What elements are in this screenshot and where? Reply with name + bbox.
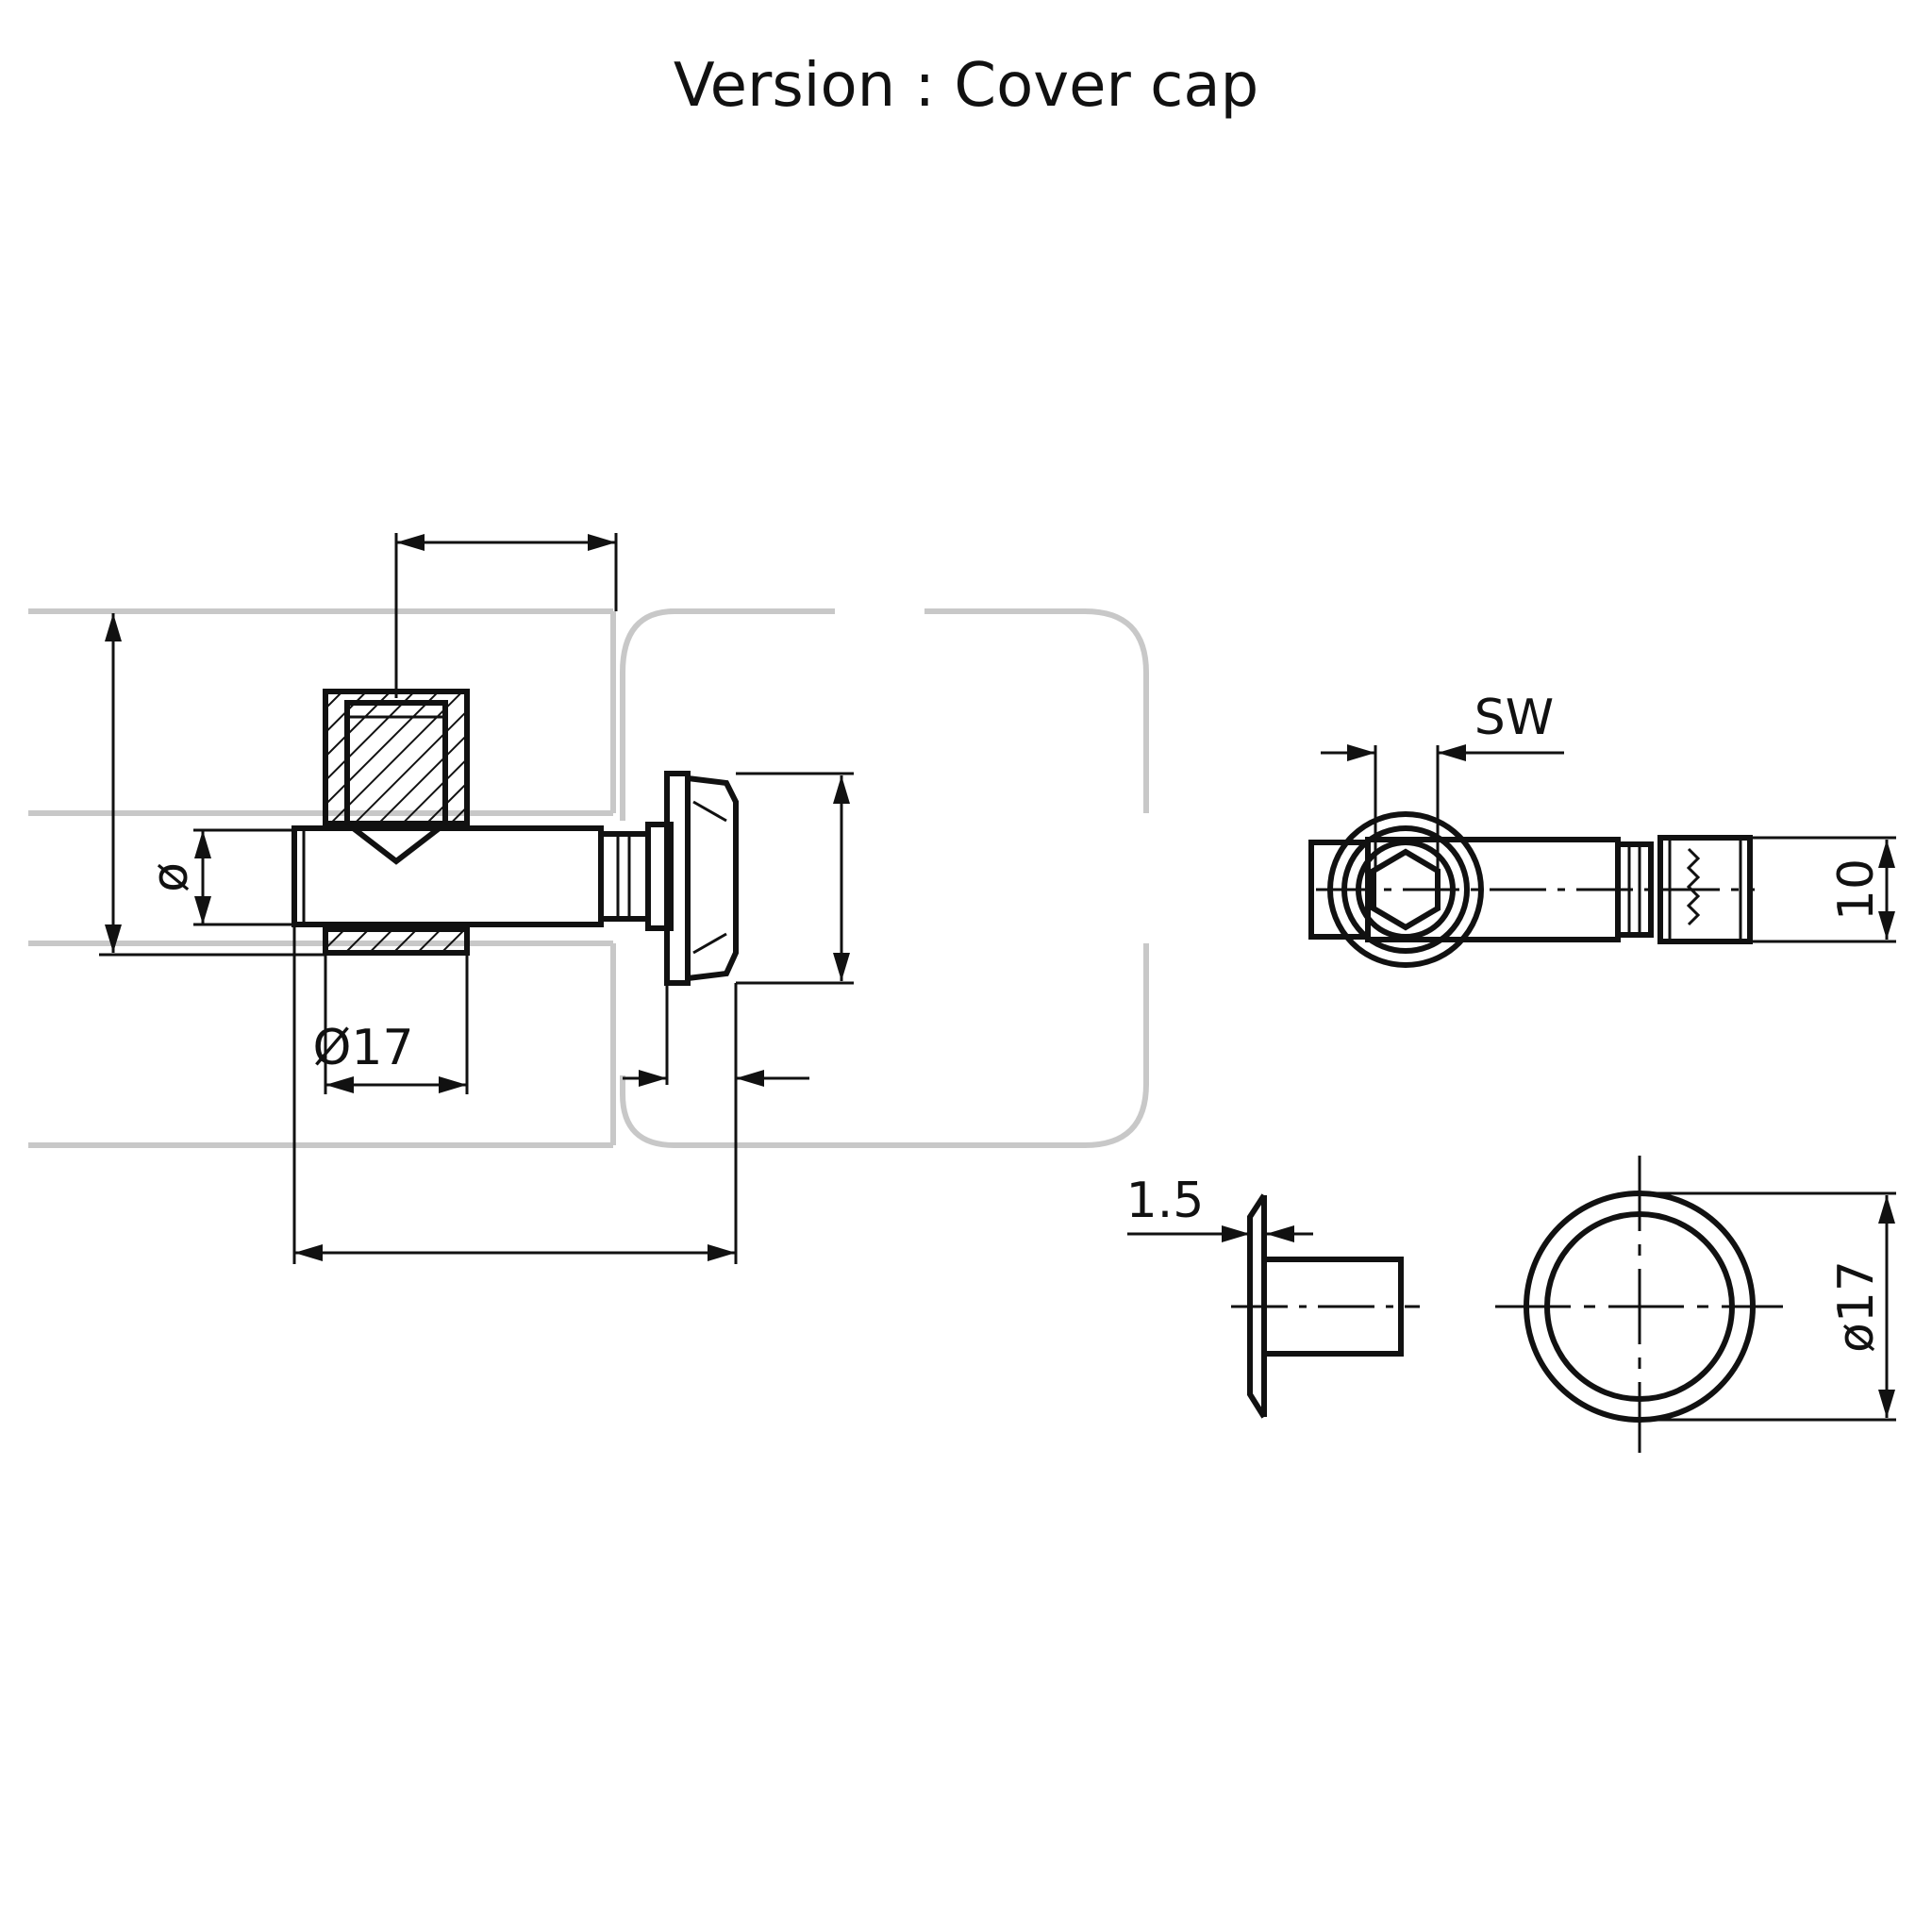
dim-10: 10	[1750, 836, 1896, 943]
one-point-five-label: 1.5	[1126, 1173, 1205, 1229]
dim-cap-diameter-17: ø17	[1640, 1191, 1896, 1422]
dim-overall-length	[292, 924, 738, 1264]
connector-body	[291, 822, 674, 931]
cover-cap-profile: 1.5	[1126, 1173, 1420, 1419]
dim-body-diameter: ø	[142, 828, 294, 926]
lower-hatched-ring	[323, 926, 470, 956]
cap-diameter-17-label: ø17	[1828, 1260, 1885, 1353]
profile-outline	[28, 608, 1149, 1148]
dim-left-height	[99, 613, 325, 957]
dim-cap-height	[736, 772, 854, 985]
dim-sw: SW	[1321, 690, 1564, 868]
dim-top-width	[394, 533, 618, 698]
dim-ring-diameter-17: Ø17	[312, 953, 469, 1094]
dim-cap-thickness	[623, 983, 809, 1087]
cover-cap-front: ø17	[1495, 1156, 1896, 1453]
page-title: Version : Cover cap	[674, 51, 1258, 121]
dim-1-5: 1.5	[1126, 1173, 1313, 1242]
ten-label: 10	[1828, 858, 1885, 921]
top-view: SW 10	[1308, 690, 1896, 968]
diameter-symbol-label: ø	[142, 862, 199, 892]
front-view: ø Ø17	[28, 533, 1149, 1264]
cover-cap-side	[664, 771, 739, 986]
diameter-17-label: Ø17	[312, 1020, 413, 1076]
vertical-fitting	[323, 689, 470, 865]
sw-label: SW	[1474, 690, 1554, 746]
